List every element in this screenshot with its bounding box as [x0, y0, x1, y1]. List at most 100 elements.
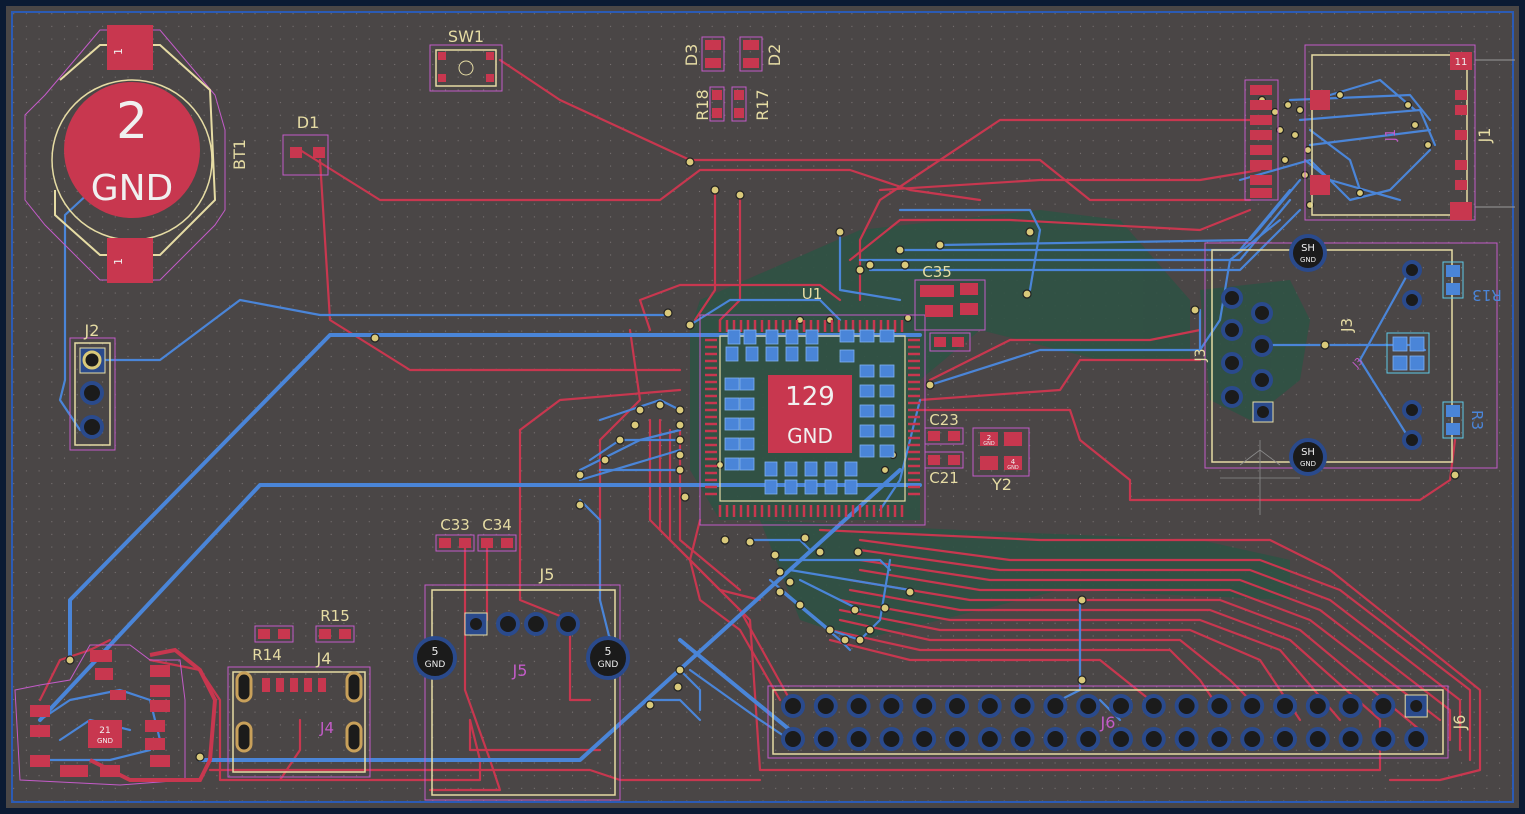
j6-pin-1-hole — [1410, 700, 1423, 712]
u1-ref: U1 — [802, 285, 823, 303]
j6-pin-pad — [1043, 694, 1068, 718]
j6-pin-pad — [1141, 727, 1166, 751]
y2-pad-2-net: GND — [983, 441, 995, 447]
j6-pin-pad — [1207, 727, 1232, 751]
j6-pin-pad — [1141, 694, 1166, 718]
bt1-battery-holder: 2 GND 1 1 BT1 — [24, 25, 249, 283]
u1-pin-rows — [705, 320, 920, 517]
regulator-pad-21-num: 21 — [99, 726, 110, 736]
j5-fab-ref: J5 — [512, 661, 528, 680]
j6-pin-pad — [781, 727, 805, 751]
j3-shield-top-label: SH — [1301, 243, 1315, 254]
j6-pin-pad — [879, 727, 904, 751]
j6-pin-pad — [1010, 727, 1035, 751]
j5-mount-left — [413, 636, 457, 680]
r13-r3-resistors: R13 R3 — [1442, 261, 1502, 439]
u1-pad-net: GND — [787, 424, 833, 448]
j6-pin-pad — [1240, 694, 1265, 718]
j6-pin-pad — [846, 694, 871, 718]
bt1-pad-2 — [64, 82, 200, 218]
bt1-courtyard — [24, 29, 226, 281]
u1-mcu: 129 GND U1 — [699, 285, 926, 526]
u1-decoupling-caps — [724, 329, 895, 495]
j6-pin-pad — [1076, 727, 1101, 751]
j3-shield-bottom-net: GND — [1300, 460, 1316, 468]
y2-pad-4-net: GND — [1007, 465, 1019, 471]
j6-pin-pad — [945, 694, 969, 718]
j6-pin-pad — [1207, 694, 1232, 718]
d1-diode: D1 — [282, 113, 329, 176]
j3-pins — [1221, 260, 1422, 450]
d2-ref: D2 — [765, 44, 784, 67]
r13-ref: R13 — [1472, 286, 1502, 304]
j6-ref: J6 — [1450, 715, 1469, 731]
j6-pin-pad — [1404, 727, 1429, 751]
j6-pin-pad — [1174, 727, 1199, 751]
j6-pin-pad — [1338, 694, 1363, 718]
d1-ref: D1 — [297, 113, 320, 132]
j6-pin-pad — [1371, 727, 1396, 751]
j3-magnetics-pads — [1392, 336, 1425, 371]
j5-mount-left-num: 5 — [432, 645, 439, 658]
j5-connector: 5 GND 5 GND J5 J5 — [413, 565, 630, 801]
j3-shield-bottom — [1289, 438, 1327, 476]
y2-ref: Y2 — [991, 475, 1012, 494]
j6-pin-pad — [879, 694, 904, 718]
j6-pin-pad — [781, 694, 805, 718]
c34-ref: C34 — [482, 516, 512, 534]
j6-pin-pad — [1076, 694, 1101, 718]
j5-mount-left-net: GND — [425, 660, 446, 670]
bt1-pad-number: 2 — [116, 92, 148, 150]
r18-ref: R18 — [693, 89, 712, 120]
board-edge-cuts — [11, 11, 1514, 803]
j6-pin-pad — [1305, 694, 1330, 718]
j2-ref: J2 — [84, 321, 100, 340]
j1-connector: 11 J1 J1 — [1244, 44, 1515, 221]
j6-pin-array — [781, 694, 1429, 751]
j6-pin-pad — [1273, 694, 1297, 718]
j6-pin-pad — [1240, 727, 1265, 751]
d3-ref: D3 — [682, 44, 701, 67]
y2-pad-2-num: 2 — [987, 434, 991, 442]
bt1-pad-net: GND — [91, 168, 174, 209]
u1-pad-number: 129 — [785, 382, 835, 412]
j5-mount-right — [586, 636, 630, 680]
j1-pin-label-top: 11 — [1455, 57, 1468, 68]
j6-pin-pad — [846, 727, 871, 751]
j3-fab-ref-left: J3 — [1193, 348, 1209, 362]
j3-origin-marker — [1220, 440, 1300, 515]
j6-pin-pad — [1043, 727, 1068, 751]
j3-shield-top — [1289, 234, 1327, 272]
sw1-ref: SW1 — [448, 27, 484, 46]
j6-pin-pad — [1109, 727, 1133, 751]
c23-ref: C23 — [929, 411, 959, 429]
c33-ref: C33 — [440, 516, 470, 534]
crystal-group: 2 GND 4 GND C23 C21 Y2 — [924, 411, 1030, 494]
r17-ref: R17 — [753, 89, 772, 120]
j2-header: J2 — [69, 321, 116, 451]
j6-pin-pad — [1371, 694, 1396, 718]
j6-pin-pad — [1273, 727, 1297, 751]
j1-fab-ref: J1 — [1384, 129, 1399, 142]
c33-c34-caps: C33 C34 — [435, 516, 517, 552]
j5-ref: J5 — [539, 565, 555, 584]
j6-pin-pad — [945, 727, 969, 751]
j6-pin-pad — [1174, 694, 1199, 718]
r3-ref: R3 — [1468, 410, 1486, 430]
bt1-pad-1-top — [107, 25, 153, 70]
c21-ref: C21 — [929, 469, 959, 487]
j6-pin-pad — [1305, 727, 1330, 751]
bt1-ref: BT1 — [230, 139, 249, 170]
j3-ref: J3 — [1338, 318, 1356, 333]
r15-ref: R15 — [320, 607, 350, 625]
j5-mount-right-net: GND — [598, 660, 619, 670]
j6-pin-pad — [912, 727, 937, 751]
bt1-small-pad-label-bottom: 1 — [112, 258, 125, 265]
vias — [65, 90, 1460, 762]
j1-ref: J1 — [1475, 128, 1494, 144]
j6-pin-pad — [1109, 694, 1133, 718]
bt1-pad-1-bottom — [107, 238, 153, 283]
j6-pin-pad — [813, 694, 838, 718]
j6-pin-pad — [1338, 727, 1363, 751]
